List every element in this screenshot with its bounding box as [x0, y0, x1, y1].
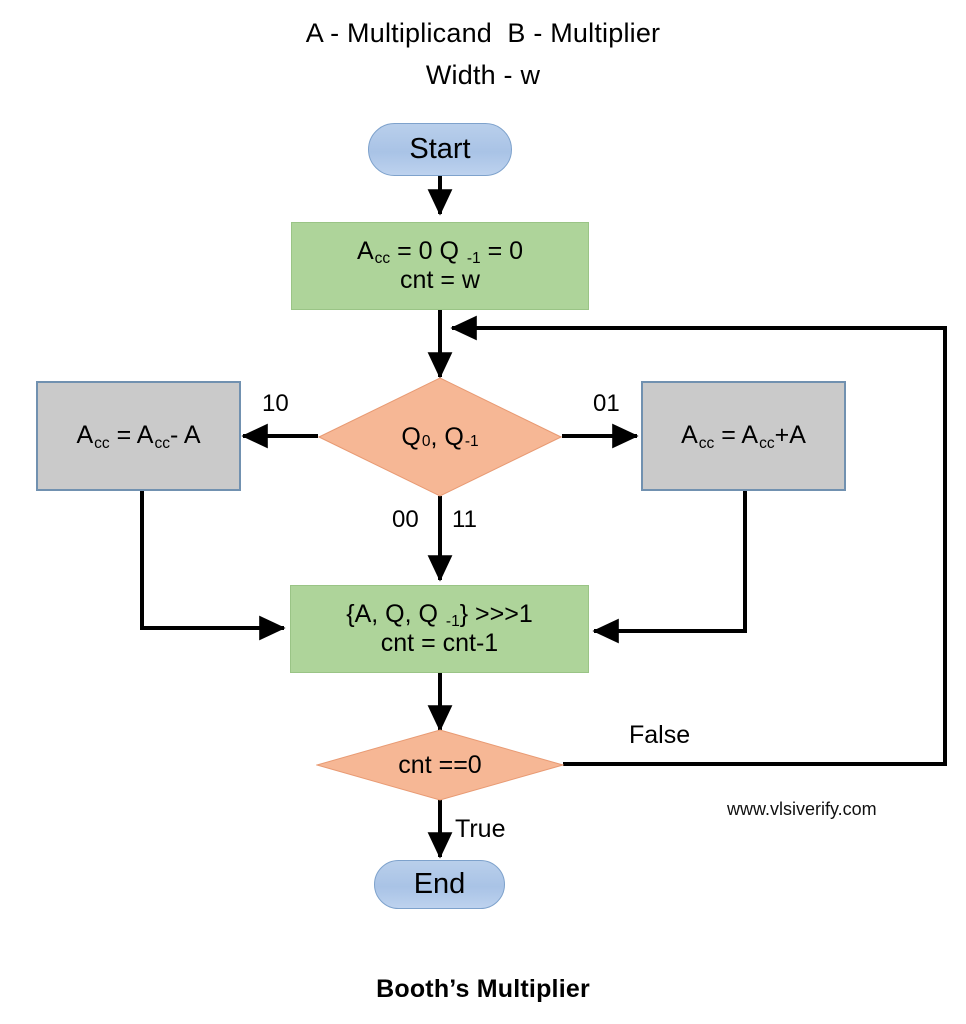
edge-label-right-branch: 01	[593, 390, 620, 417]
edge-label-false: False	[629, 721, 691, 749]
edge-label-true: True	[455, 815, 506, 843]
node-shift-line-2: cnt = cnt-1	[380, 629, 499, 657]
decision-diamond-shape	[316, 729, 564, 801]
node-init[interactable]: Acc = 0 Q -1 = 0 cnt = w	[291, 222, 589, 310]
edge-decision-cnt-false-loop	[450, 315, 947, 766]
node-init-line-1: Acc = 0 Q -1 = 0	[356, 236, 524, 268]
node-end[interactable]: End	[374, 860, 505, 909]
diagram-caption: Booth’s Multiplier	[376, 975, 590, 1003]
node-end-label: End	[413, 868, 466, 901]
node-decision-bits[interactable]: Q 0, Q -1	[318, 377, 562, 497]
node-shift-line-1: {A, Q, Q -1} >>>1	[346, 599, 533, 631]
node-add-label: Acc = Acc+A	[681, 421, 806, 452]
decision-diamond-shape	[318, 377, 562, 497]
node-decision-cnt-label: cnt ==0	[398, 750, 482, 779]
node-start[interactable]: Start	[368, 123, 512, 176]
node-add[interactable]: Acc = Acc+A	[641, 381, 846, 491]
edge-label-down-branch-a: 00	[392, 506, 419, 533]
edge-label-down-branch-b: 11	[452, 506, 477, 533]
diagram-title-line-2: Width - w	[425, 60, 541, 90]
node-decision-bits-label: Q 0, Q -1	[401, 422, 479, 451]
node-start-label: Start	[409, 133, 471, 166]
node-init-line-2: cnt = w	[400, 266, 480, 294]
edge-subtract-to-shift	[140, 490, 286, 641]
node-decision-cnt[interactable]: cnt ==0	[316, 729, 564, 801]
edge-label-left-branch: 10	[262, 390, 289, 417]
edge-add-to-shift	[592, 490, 747, 644]
watermark: www.vlsiverify.com	[727, 799, 877, 819]
node-subtract[interactable]: Acc = Acc- A	[36, 381, 241, 491]
diagram-title-line-1: A - Multiplicand B - Multiplier	[305, 18, 661, 48]
node-subtract-label: Acc = Acc- A	[76, 421, 201, 452]
node-shift[interactable]: {A, Q, Q -1} >>>1 cnt = cnt-1	[290, 585, 589, 673]
